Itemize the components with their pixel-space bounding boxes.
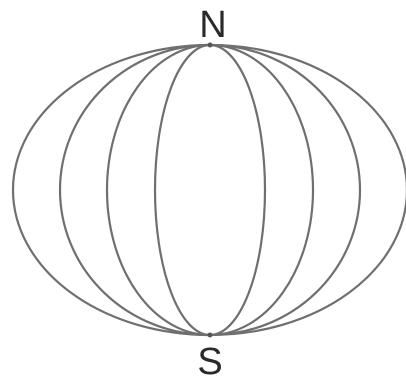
north-pole-label: N bbox=[183, 6, 243, 44]
meridian-3 bbox=[107, 45, 313, 335]
meridian-2 bbox=[155, 45, 265, 335]
meridian-outer bbox=[13, 45, 406, 335]
south-pole-label: S bbox=[180, 343, 240, 381]
meridian-4 bbox=[60, 45, 360, 335]
south-pole-point bbox=[208, 333, 213, 338]
